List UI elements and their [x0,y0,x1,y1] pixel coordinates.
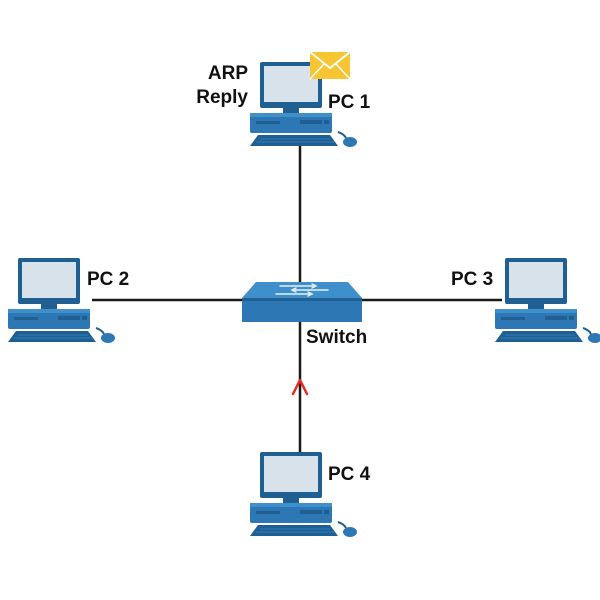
pc4-label: PC 4 [328,464,371,485]
envelope-icon [309,51,351,80]
arrow-up-icon [291,378,309,396]
switch-node[interactable]: Switch [242,282,367,348]
pc3-label: PC 3 [451,269,493,290]
message-line-1: ARP [208,63,248,84]
arp-reply-message: ARP Reply [196,51,351,108]
message-line-2: Reply [196,87,248,108]
pc4-node[interactable]: PC 4 [249,451,371,538]
pc3-node[interactable]: PC 3 [451,257,600,344]
network-switch-icon [242,282,362,322]
links [92,146,502,452]
switch-label: Switch [306,327,367,348]
desktop-computer-icon [494,257,600,344]
pc2-node[interactable]: PC 2 [7,257,129,344]
pc2-label: PC 2 [87,269,129,290]
pc1-node[interactable]: PC 1 [249,61,371,148]
pc1-label: PC 1 [328,92,371,113]
